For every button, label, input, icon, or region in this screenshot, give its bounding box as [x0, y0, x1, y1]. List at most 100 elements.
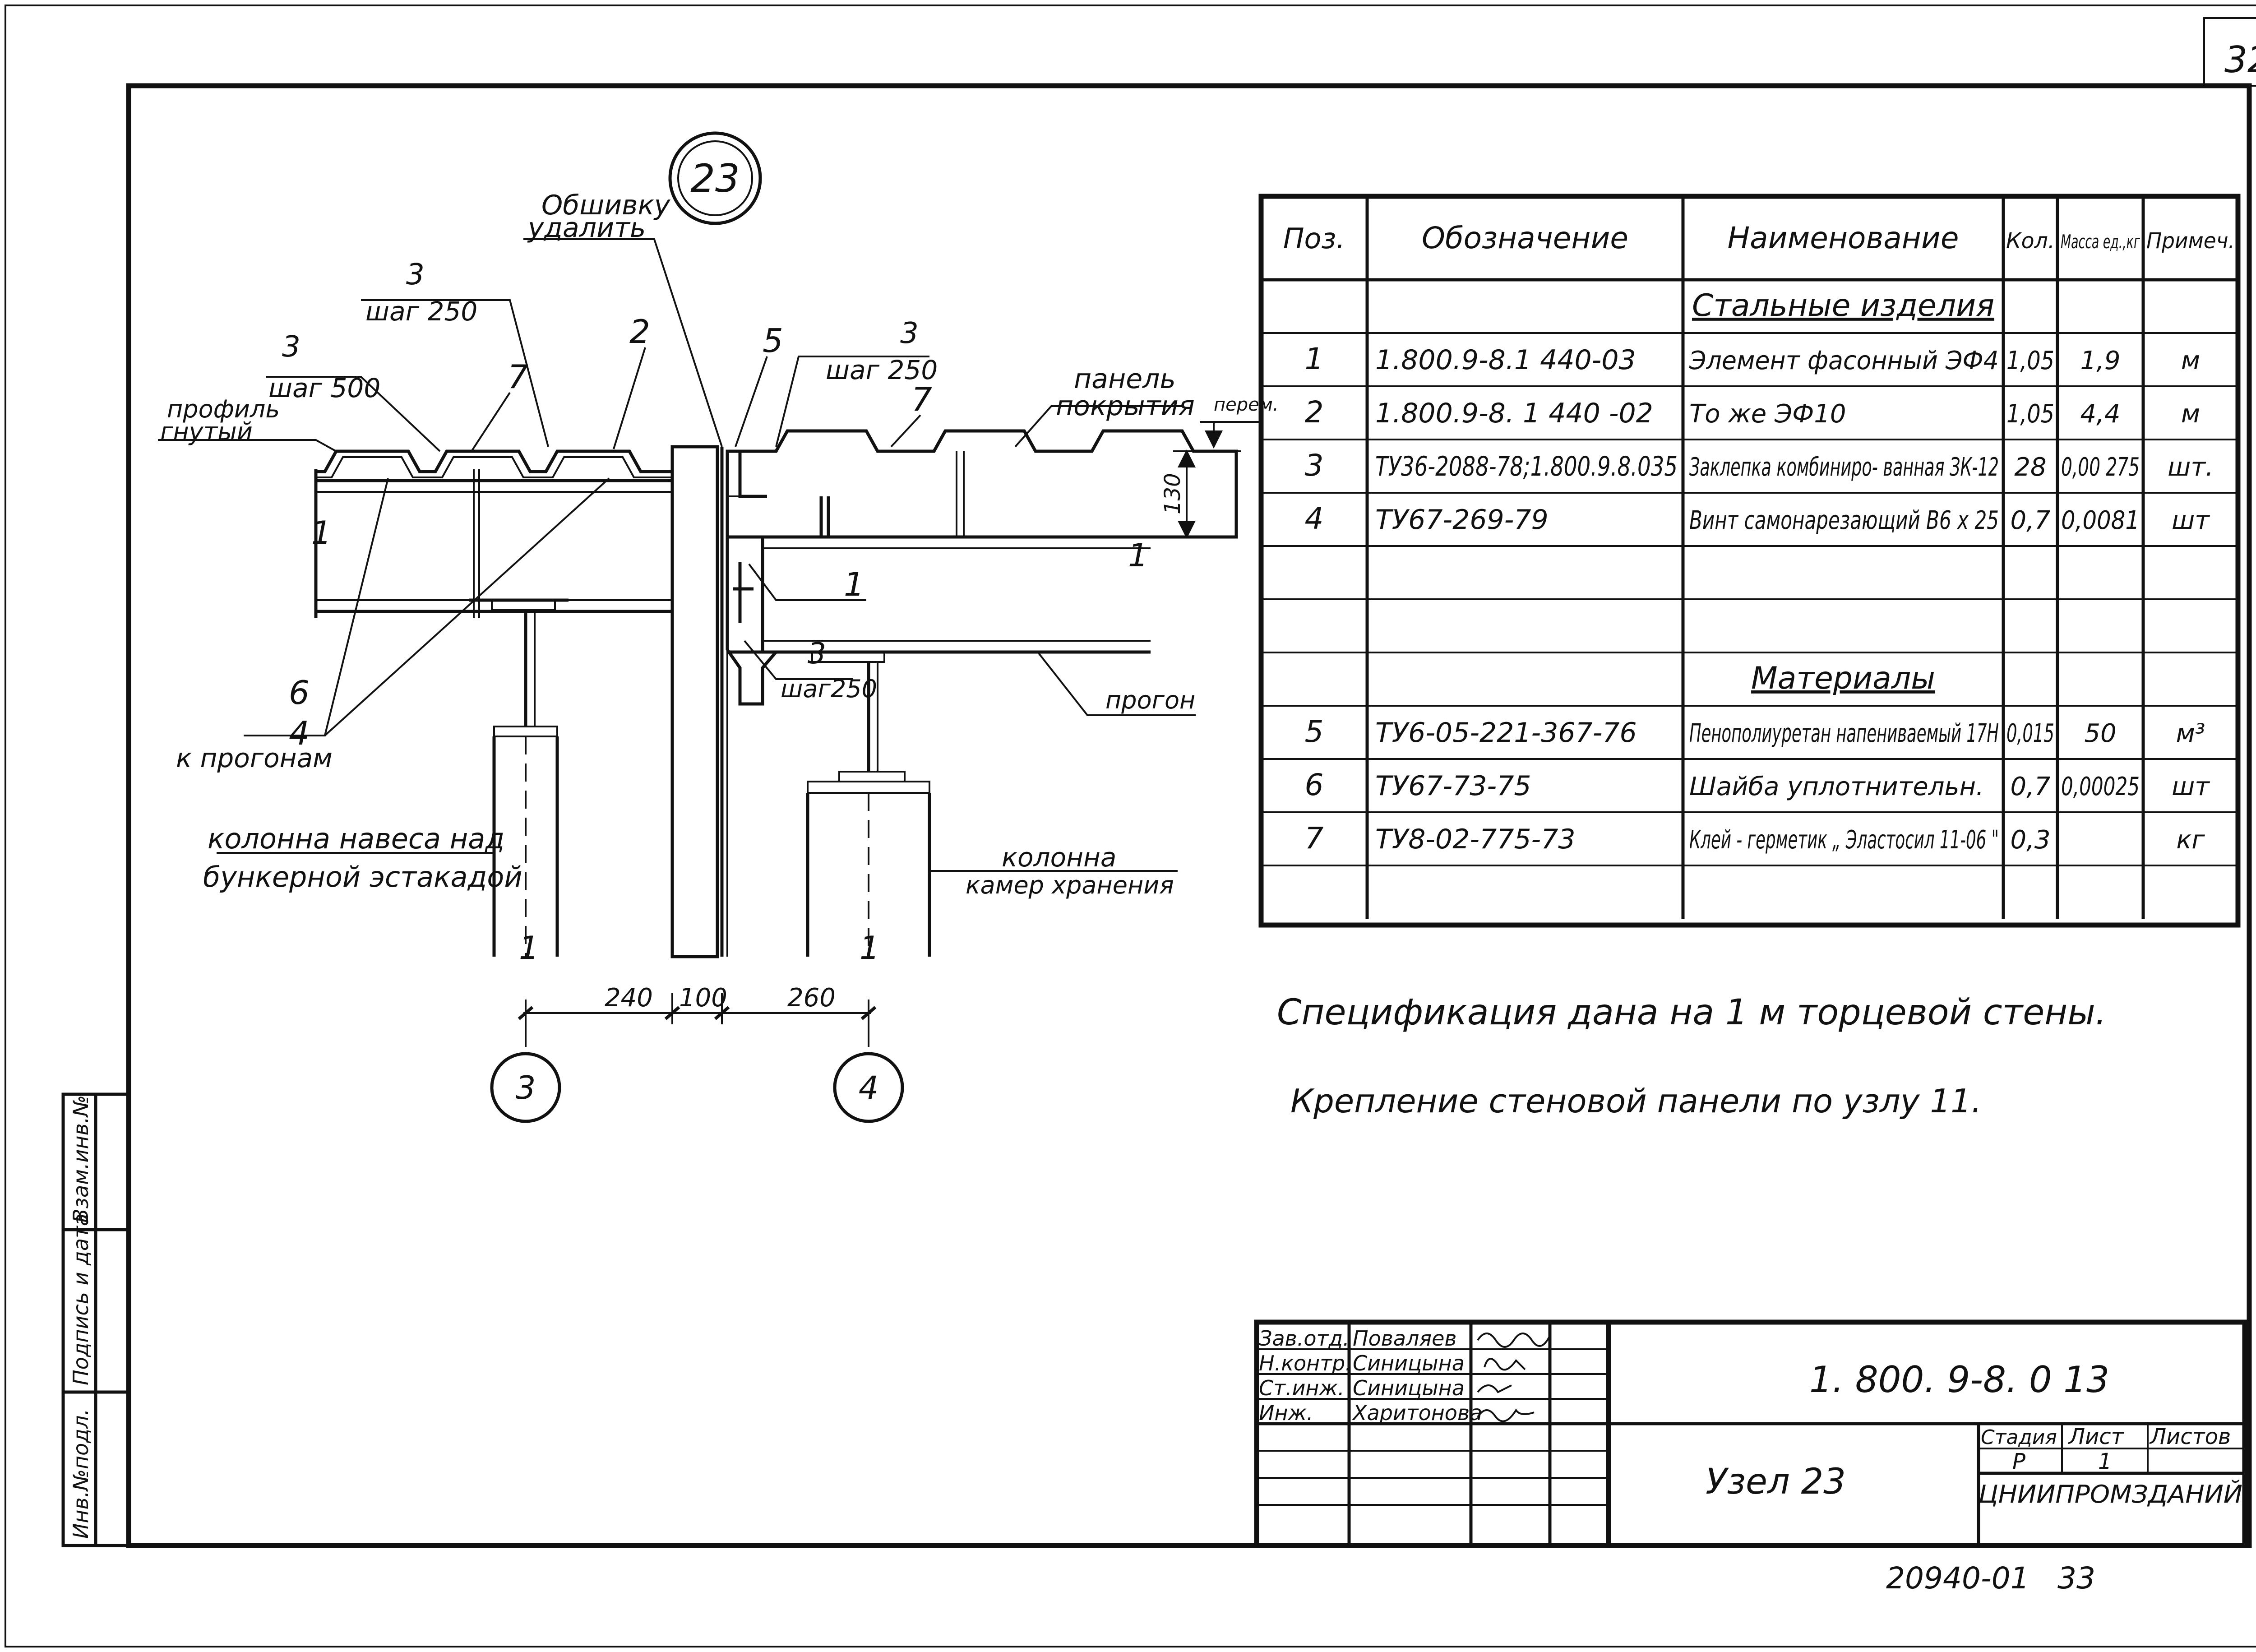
spec-cell-qty: 0,3 [2010, 825, 2050, 855]
note-fastening: Крепление стеновой панели по узлу 11. [1290, 1082, 1982, 1120]
spec-cell-designation: 1.800.9-8.1 440-03 [1375, 344, 1636, 376]
callout-item-7-left: 7 [508, 358, 528, 396]
spec-cell-designation: ТУ6-05-221-367-76 [1375, 717, 1637, 749]
leader-lines [158, 238, 1263, 872]
callout-remove-cladding-1: Обшивку [541, 190, 671, 221]
note-specification: Спецификация дана на 1 м торцевой стены. [1277, 992, 2107, 1033]
title-block [1254, 1319, 2247, 1548]
name-head: Поваляев [1353, 1326, 1457, 1351]
margin-stamp [61, 1092, 130, 1547]
spec-cell-note: шт. [2168, 453, 2214, 482]
spec-header-qty: Кол. [2006, 228, 2055, 254]
stage-value: Р [2012, 1449, 2025, 1474]
spec-cell-name: То же ЭФ10 [1689, 399, 1846, 429]
spec-cell-designation: ТУ67-269-79 [1375, 504, 1549, 536]
spec-cell-pos: 1 [1305, 342, 1324, 376]
spec-cell-designation: ТУ67-73-75 [1375, 770, 1531, 802]
callout-pitch250-left: шаг 250 [365, 296, 477, 327]
spec-cell-designation: ТУ8-02-775-73 [1375, 824, 1576, 855]
page-number: 33 [2057, 1561, 2095, 1596]
purlin [727, 535, 1151, 663]
spec-cell-qty: 28 [2014, 453, 2046, 482]
spec-cell-name: Винт самонарезающий В6 х 25 [1689, 506, 1999, 535]
bent-profile [316, 449, 672, 473]
spec-cell-mass: 50 [2084, 719, 2116, 748]
name-senior-engineer: Синицына [1353, 1376, 1465, 1400]
node-detail: 23 [158, 131, 1279, 1123]
organization: ЦНИИПРОМЗДАНИЙ [1979, 1480, 2242, 1509]
spec-cell-note: шт [2172, 772, 2210, 801]
dim-130: 130 [1160, 473, 1185, 514]
callout-item-5: 5 [763, 322, 783, 360]
break-mark-4: 1 [860, 930, 880, 967]
dimension-chain [518, 993, 877, 1051]
callout-item-7-right: 7 [911, 380, 932, 418]
role-head: Зав.отд. [1259, 1326, 1350, 1351]
dim-260: 260 [787, 983, 836, 1013]
spec-cell-note: м [2181, 399, 2200, 429]
break-mark-1: 1 [311, 514, 332, 551]
callout-pitch250-bottom: шаг250 [781, 675, 877, 703]
sheet-frame [5, 5, 2256, 1647]
role-senior-engineer: Ст.инж. [1259, 1376, 1345, 1400]
spec-cell-qty: 0,7 [2010, 772, 2050, 801]
callout-remove-cladding-2: удалить [527, 212, 646, 244]
axis-marker-3 [490, 1052, 561, 1123]
spec-cell-note: шт [2172, 506, 2210, 535]
callout-item-1: 1 [844, 565, 864, 603]
break-mark-3: 1 [519, 930, 539, 967]
node-mark-circle [668, 131, 762, 225]
callout-roof-panel-2: покрытия [1056, 390, 1195, 422]
spec-cell-pos: 4 [1305, 501, 1324, 536]
dim-240: 240 [605, 983, 653, 1013]
axis-label-4: 4 [859, 1069, 879, 1106]
stage-label: Стадия [1981, 1426, 2057, 1449]
spec-cell-note: м³ [2176, 719, 2205, 748]
spec-cell-pos: 6 [1305, 768, 1324, 802]
drawing-title: Узел 23 [1706, 1462, 1846, 1502]
callout-to-purlins-6: 6 [289, 674, 310, 712]
spec-header-name: Наименование [1728, 221, 1959, 255]
spec-cell-name: Шайба уплотнительн. [1689, 772, 1984, 801]
callout-to-purlins-label: к прогонам [176, 743, 333, 773]
spec-cell-qty: 0,7 [2010, 506, 2050, 535]
spec-section-title: Материалы [1751, 661, 1935, 696]
spec-cell-name: Заклепка комбиниро- ванная ЗК-12 [1689, 453, 1999, 482]
spec-cell-mass: 4,4 [2080, 399, 2120, 429]
spec-cell-name: Пенополиуретан напениваемый 17Н [1689, 719, 1999, 748]
spec-header-designation: Обозначение [1422, 221, 1628, 255]
spec-cell-mass: 0,0081 [2061, 506, 2140, 535]
sheets-label: Листов [2149, 1424, 2231, 1449]
margin-label-replaced: Взам.инв.№ [69, 1095, 93, 1223]
sheet-label: Лист [2068, 1424, 2125, 1449]
signatures [1477, 1333, 1551, 1422]
callout-pitch250-left-num: 3 [406, 258, 425, 292]
margin-label-signature: Подпись и дата [69, 1213, 93, 1385]
callout-column-canopy-2: бункерной эстакадой [203, 861, 522, 893]
sheet-number: 32 [2224, 39, 2256, 81]
spec-cell-mass: 0,00025 [2061, 772, 2140, 801]
dim-100: 100 [679, 983, 727, 1013]
spec-cell-designation: ТУ36-2088-78;1.800.9.8.035 [1375, 451, 1678, 482]
spec-header-mass: Масса ед.,кг [2061, 231, 2140, 253]
spec-cell-pos: 3 [1305, 448, 1324, 483]
callout-column-storage-1: колонна [1002, 842, 1116, 873]
spec-cell-name: Клей - герметик „ Эластосил 11-06 " [1689, 825, 1999, 855]
spec-cell-mass: 0,00 275 [2061, 453, 2140, 482]
callout-item-2: 2 [629, 313, 650, 351]
callout-bent-profile-1: профиль [167, 395, 280, 423]
spec-cell-qty: 0,015 [2006, 719, 2054, 748]
spec-cell-qty: 1,05 [2006, 399, 2054, 429]
callout-pitch250-right-num: 3 [900, 317, 919, 350]
spec-cell-designation: 1.800.9-8. 1 440 -02 [1375, 398, 1653, 429]
roof-panel [726, 429, 1238, 539]
spec-cell-pos: 5 [1305, 714, 1324, 749]
axis-label-3: 3 [516, 1069, 536, 1106]
spec-cell-name: Элемент фасонный ЭФ4 [1689, 346, 1999, 375]
callout-pitch250-bottom-num: 3 [808, 637, 826, 671]
callout-column-canopy-1: колонна навеса над [208, 822, 504, 855]
document-code: 1. 800. 9-8. 0 13 [1809, 1359, 2109, 1401]
role-norm-control: Н.контр. [1259, 1351, 1352, 1375]
